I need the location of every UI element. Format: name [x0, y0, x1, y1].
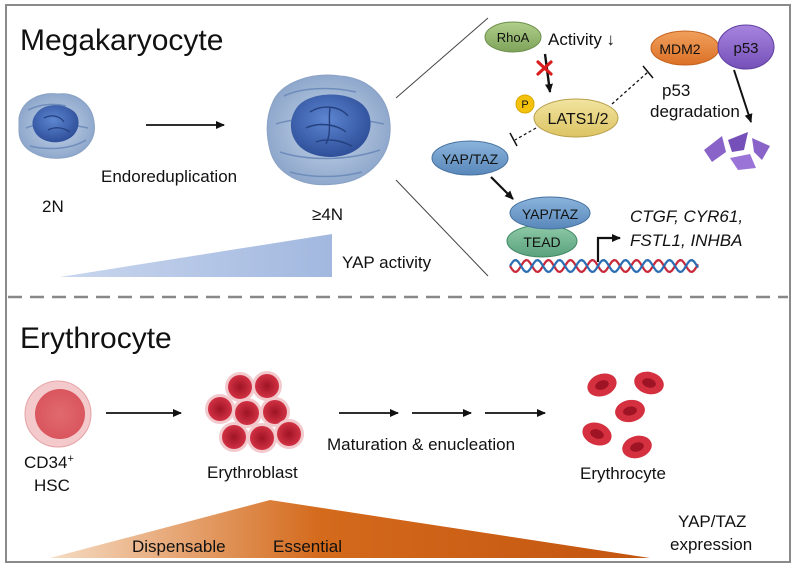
p53-degradation-label-1: p53	[662, 81, 690, 100]
megakaryocyte-title: Megakaryocyte	[20, 24, 223, 57]
zoom-line-bottom	[395, 179, 489, 277]
rhoa-protein: RhoA	[484, 21, 542, 53]
lats-inhibits-yap-line	[509, 127, 537, 147]
phosphate-icon: P	[515, 94, 535, 114]
mdm2-p53-complex: MDM2 p53	[650, 24, 775, 70]
erythroblast-label: Erythroblast	[207, 463, 298, 482]
lats-inhibits-mdm2-line	[611, 65, 654, 105]
yap-nuclear-translocation-arrow	[490, 176, 514, 200]
transcription-start-arrow	[596, 234, 621, 262]
zoom-line-top	[395, 17, 489, 99]
phosphate-label: P	[521, 99, 528, 111]
lats-protein: LATS1/2	[533, 98, 619, 138]
ploidy-2n-label: 2N	[42, 197, 64, 216]
rhoa-to-lats-arrow	[543, 53, 553, 93]
hsc-label-line2: HSC	[34, 476, 70, 495]
degraded-p53-icon	[704, 132, 770, 170]
erythroblast-cluster	[205, 371, 304, 453]
erythrocyte-title: Erythrocyte	[20, 322, 172, 355]
endoreduplication-label: Endoreduplication	[101, 167, 237, 186]
yap-activity-gradient	[60, 234, 332, 277]
p53-protein-label: p53	[733, 40, 758, 57]
lats-label: LATS1/2	[547, 111, 608, 128]
yap-taz-nuclear-label: YAP/TAZ	[522, 206, 579, 222]
ploidy-4n-label: ≥4N	[312, 205, 343, 224]
megakaryocyte-2n-cell	[18, 93, 95, 159]
tead-protein: TEAD	[506, 224, 578, 258]
erythrocyte-cells	[582, 371, 664, 459]
degradation-arrow	[733, 69, 753, 123]
megakaryocyte-4n-cell	[266, 74, 391, 186]
tead-label: TEAD	[523, 234, 560, 250]
dispensable-label: Dispensable	[132, 537, 226, 556]
expression-label-line1: YAP/TAZ	[678, 512, 746, 531]
yap-taz-label: YAP/TAZ	[442, 151, 499, 167]
hsc-cell	[24, 380, 92, 448]
inhibition-cross-icon	[536, 60, 553, 76]
erythrocyte-label: Erythrocyte	[580, 464, 666, 483]
target-genes-line2: FSTL1, INHBA	[630, 231, 742, 250]
yap-taz-expression-gradient	[50, 500, 650, 558]
yap-activity-label: YAP activity	[342, 253, 432, 272]
rhoa-label: RhoA	[497, 30, 530, 45]
mdm2-label: MDM2	[659, 41, 700, 57]
yap-taz-cytoplasmic: YAP/TAZ	[431, 140, 509, 176]
figure-frame	[5, 4, 791, 563]
target-genes-line1: CTGF, CYR61,	[630, 207, 743, 226]
dna-helix-icon	[509, 258, 699, 274]
maturation-label: Maturation & enucleation	[327, 435, 515, 454]
rhoa-activity-label: Activity ↓	[548, 30, 615, 49]
essential-label: Essential	[273, 537, 342, 556]
expression-label-line2: expression	[670, 535, 752, 554]
hsc-label-line1: CD34+	[24, 453, 74, 472]
yap-taz-nuclear: YAP/TAZ	[509, 196, 591, 230]
p53-degradation-label-2: degradation	[650, 102, 740, 121]
